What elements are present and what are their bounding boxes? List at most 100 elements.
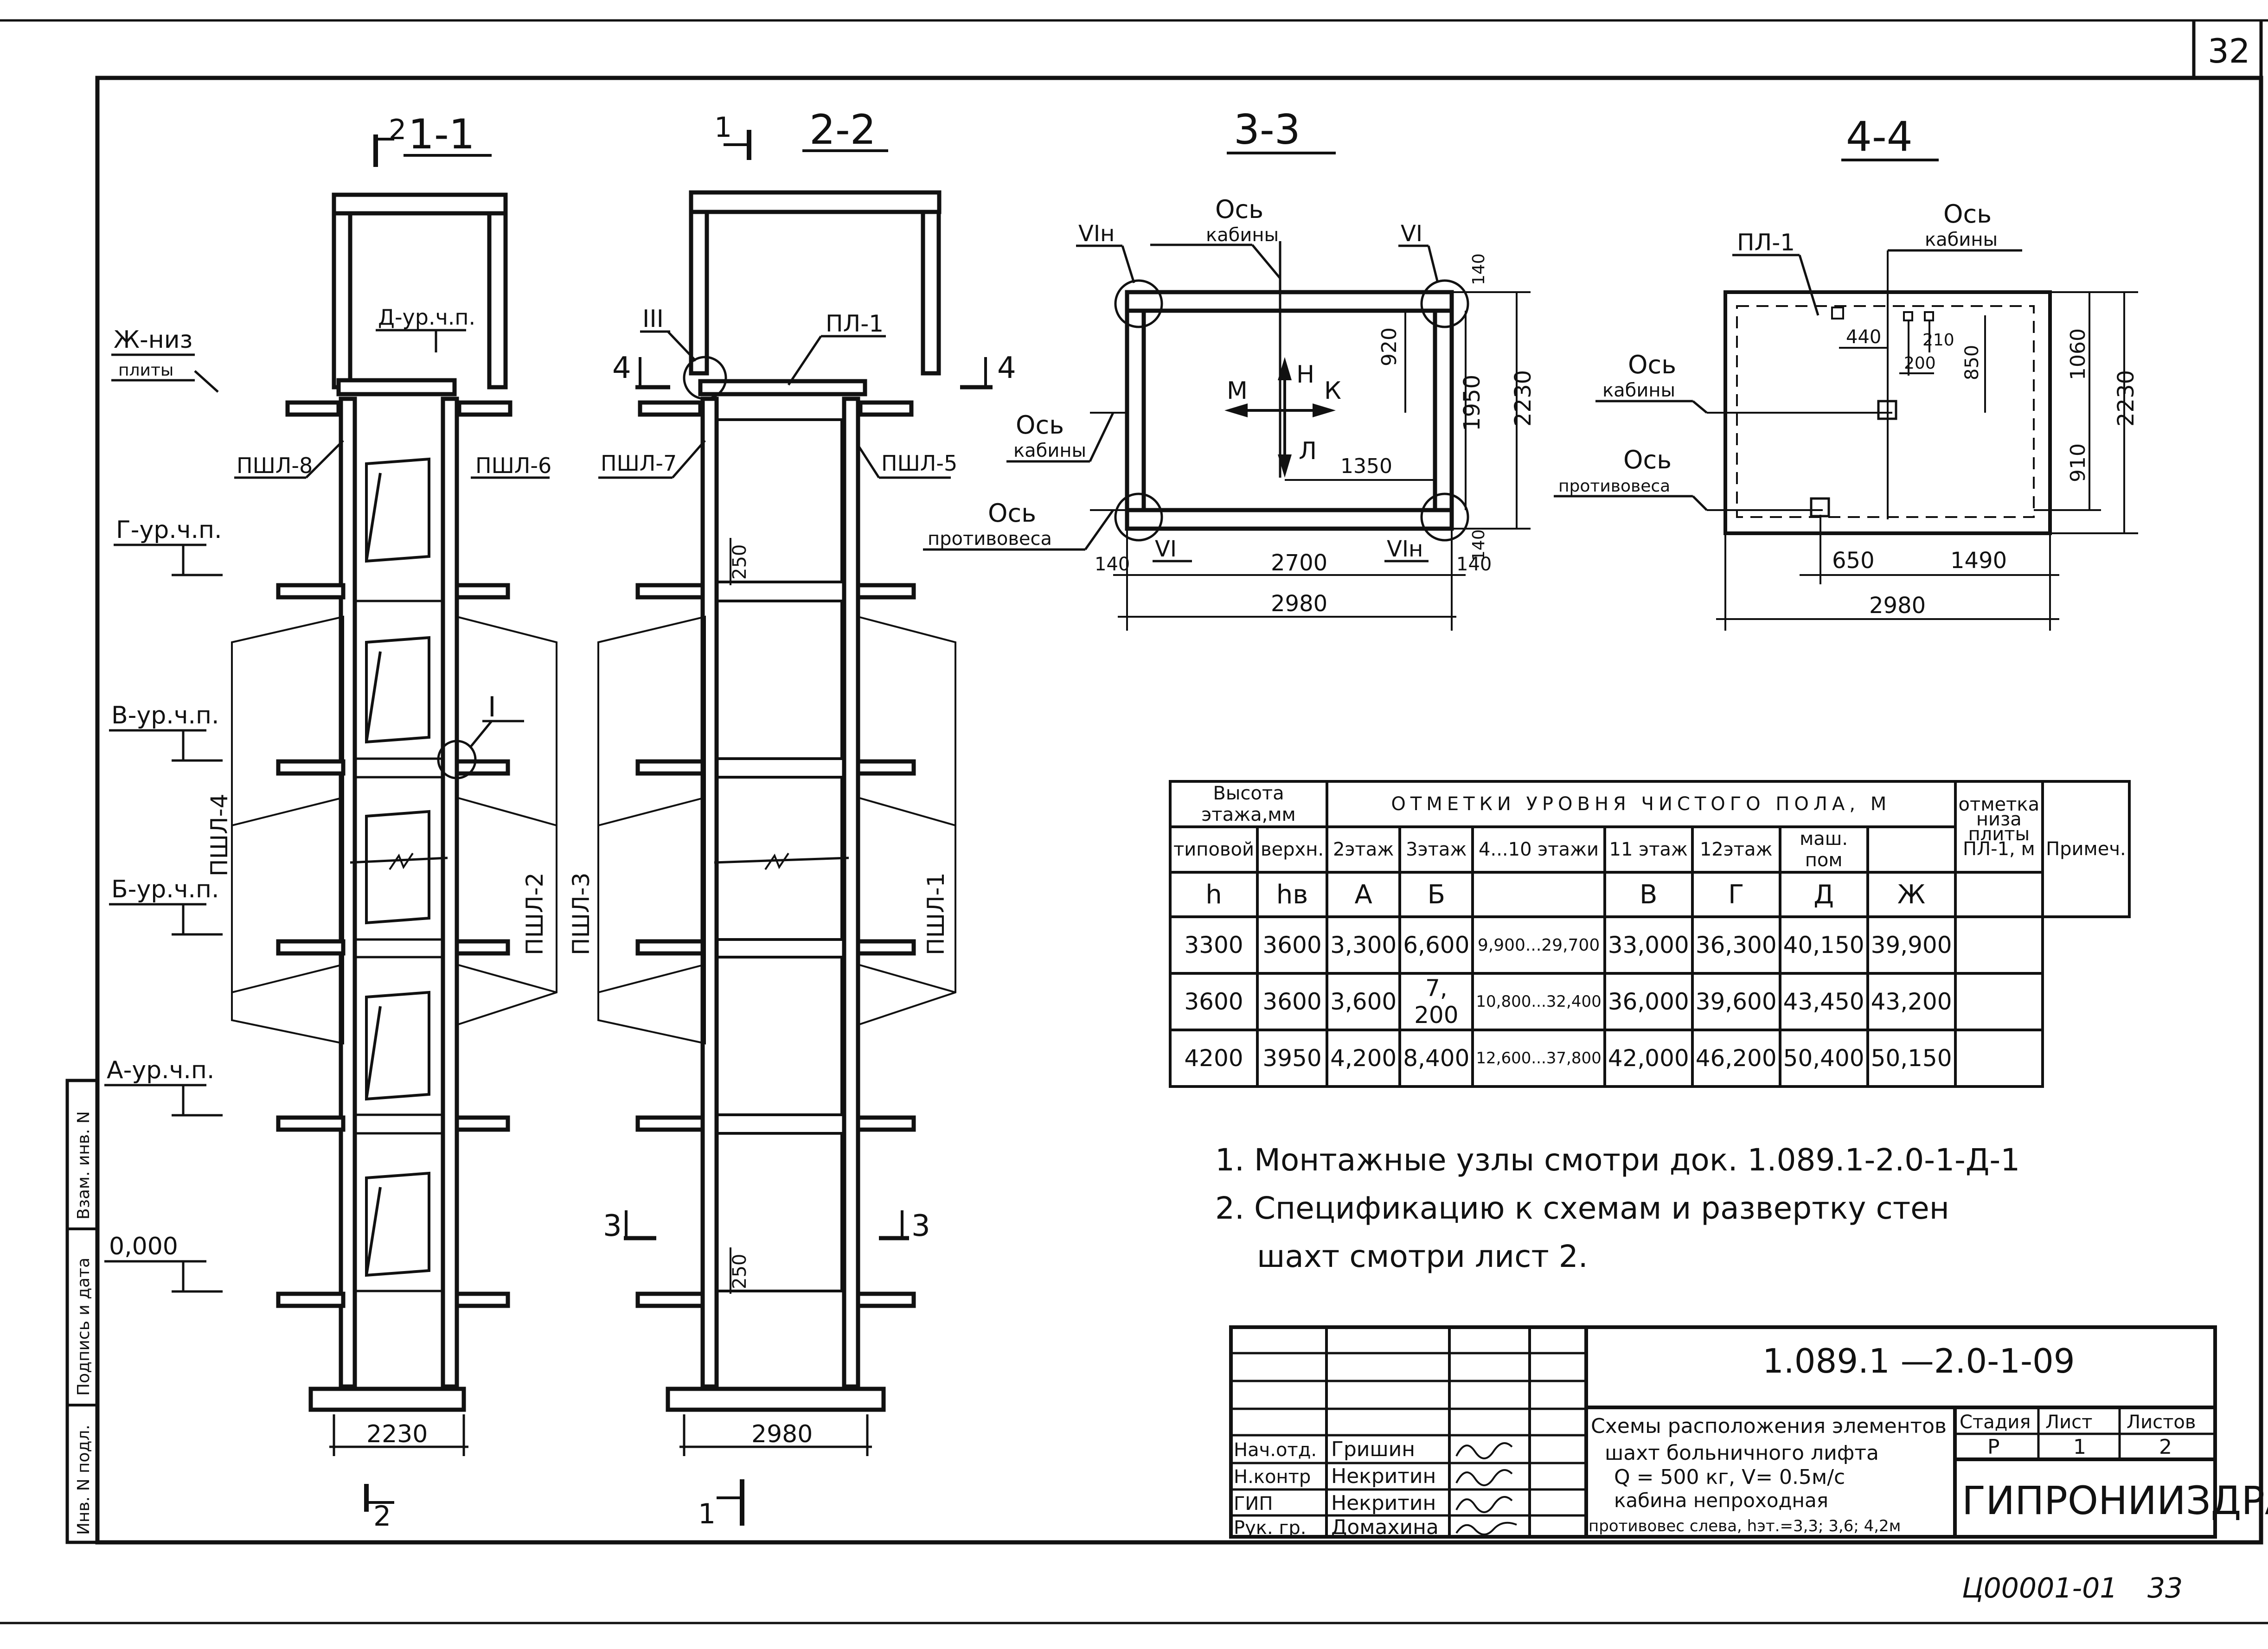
th-floor11: 11 этаж — [1603, 825, 1694, 874]
title-block — [1229, 1325, 2217, 1539]
dir-M: М — [1227, 377, 1248, 405]
stage-value: Р — [1987, 1435, 2000, 1459]
node-III: III — [642, 305, 664, 333]
level-v: В-ур.ч.п. — [111, 702, 219, 729]
axis-cabin-top-3-3-b: кабины — [1206, 224, 1279, 246]
desc-line-3: Q = 500 кг, V= 0.5м/с — [1614, 1465, 1845, 1489]
desc-line-5: противовес слева, hэт.=3,3; 3,6; 4,2м — [1589, 1517, 1901, 1535]
dir-N: Н — [1296, 361, 1314, 389]
footer-code: Ц00001-01 — [1962, 1572, 2117, 1604]
dim-910: 910 — [2066, 443, 2090, 482]
stamp-inv-replace: Взам. инв. N — [74, 1111, 93, 1220]
org-name: ГИПРОНИИЗДРАВ — [1962, 1478, 2268, 1523]
cell: 46,200 — [1691, 1029, 1781, 1088]
panel-pshl-7: ПШЛ-7 — [601, 451, 677, 476]
sym-v: В — [1603, 871, 1694, 918]
axis-cabin-left-4-4-a: Ось — [1628, 350, 1676, 379]
cut-mark-top-1-1: 2 — [389, 114, 406, 146]
axis-counterweight-4-4-b: противовеса — [1558, 477, 1670, 496]
title-block-grid — [1229, 1325, 2217, 1539]
staff-role-1: Н.контр — [1234, 1466, 1311, 1488]
staff-name-2: Некритин — [1331, 1491, 1436, 1515]
dim-920: 920 — [1377, 327, 1401, 366]
axis-cabin-left-3-3-a: Ось — [1016, 410, 1064, 440]
table-row: 3300 3600 3,300 6,600 9,900...29,700 33,… — [1169, 915, 2129, 975]
stage-label: Стадия — [1960, 1412, 2031, 1433]
cell: 50,400 — [1778, 1029, 1869, 1088]
sheet-value: 1 — [2073, 1435, 2086, 1459]
levels-table: Высота этажа,мм ОТМЕТКИ УРОВНЯ ЧИСТОГО П… — [1168, 780, 2131, 1088]
level-marks-1-1: Ж-низ плиты Д-ур.ч.п. Г-ур.ч.п. В-ур.ч.п… — [104, 305, 475, 1293]
sheet-number: 32 — [2208, 32, 2250, 70]
sym-d: Д — [1778, 871, 1869, 918]
sheet-label: Лист — [2045, 1412, 2092, 1433]
cell: 3600 — [1256, 972, 1329, 1031]
dim-440: 440 — [1846, 326, 1881, 348]
cell: 50,150 — [1866, 1029, 1957, 1088]
level-b: Б-ур.ч.п. — [111, 876, 219, 903]
cell: 43,200 — [1866, 972, 1957, 1031]
signatures — [1455, 1442, 1517, 1535]
panel-pshl-5: ПШЛ-5 — [881, 451, 957, 476]
section-3-3: 3-3 М Н К Л Ось кабины Ось кабины Ось пр… — [923, 106, 1536, 631]
dim-140-bl: 140 — [1095, 554, 1130, 575]
dim-250-bottom: 250 — [729, 1254, 750, 1289]
cell: 43,450 — [1778, 972, 1869, 1031]
level-a: А-ур.ч.п. — [107, 1056, 214, 1084]
node-VIn-bottom-right: VIн — [1387, 536, 1423, 562]
node-VIn-top-left: VIн — [1078, 221, 1115, 247]
cell: 4,200 — [1326, 1029, 1402, 1088]
axis-cabin-left-4-4-b: кабины — [1602, 380, 1675, 401]
cell: 3600 — [1256, 915, 1329, 975]
th-upper: верхн. — [1256, 825, 1329, 874]
th-floor3: 3этаж — [1398, 825, 1474, 874]
section-4-4: 4-4 ПЛ-1 Ось кабины Ось кабины Ось проти… — [1554, 113, 2139, 631]
axis-cabin-top-4-4-a: Ось — [1943, 199, 1992, 229]
floor-slabs-1-1 — [276, 400, 513, 1412]
cell: 42,000 — [1603, 1029, 1694, 1088]
note-1: 1. Монтажные узлы смотри док. 1.089.1-2.… — [1215, 1142, 2020, 1178]
dim-2980-4-4: 2980 — [1869, 593, 1926, 619]
dim-140-br: 140 — [1469, 529, 1488, 561]
doc-code: 1.089.1 —2.0-1-09 — [1762, 1342, 2075, 1381]
level-zero: 0,000 — [109, 1233, 178, 1260]
dim-2980-2-2: 2980 — [751, 1420, 813, 1448]
stamp-inv-original: Инв. N подл. — [74, 1425, 93, 1535]
cell: 39,600 — [1691, 972, 1781, 1031]
slab-pl-1-2-2: ПЛ-1 — [826, 310, 884, 337]
table-row: 3600 3600 3,600 7, 200 10,800...32,400 3… — [1169, 972, 2129, 1031]
sym-a: А — [1326, 871, 1402, 918]
cut-4-left: 4 — [612, 351, 631, 385]
level-d: Д-ур.ч.п. — [378, 305, 475, 330]
section-2-2-title: 2-2 — [809, 106, 876, 153]
dir-K: К — [1324, 377, 1341, 405]
cell — [1954, 1029, 2044, 1088]
panel-pshl-2: ПШЛ-2 — [521, 872, 548, 955]
floor-slabs-2-2 — [635, 400, 916, 1412]
footer-page: 33 — [2147, 1572, 2183, 1604]
cut-mark-top-2-2: 1 — [714, 111, 732, 144]
cell — [1954, 972, 2044, 1031]
th-typical: типовой — [1169, 825, 1259, 874]
cell: 40,150 — [1778, 915, 1869, 975]
dim-1950: 1950 — [1459, 375, 1485, 431]
sym-g: Г — [1691, 871, 1781, 918]
dim-2980-3-3: 2980 — [1271, 591, 1327, 617]
dim-1060: 1060 — [2066, 328, 2090, 380]
note-2: 2. Спецификацию к схемам и развертку сте… — [1215, 1190, 1949, 1226]
cut-3-left: 3 — [603, 1209, 622, 1243]
sym-hv: hв — [1256, 871, 1329, 918]
stamp-signature-date: Подпись и дата — [74, 1258, 93, 1396]
axis-cabin-top-3-3-a: Ось — [1215, 195, 1263, 224]
cell: 36,000 — [1603, 972, 1694, 1031]
slab-pl-1-4-4: ПЛ-1 — [1737, 229, 1795, 256]
dim-2230-4-4: 2230 — [2113, 370, 2139, 427]
node-VI-top-right: VI — [1401, 221, 1422, 247]
th-floor4-10: 4...10 этажи — [1471, 825, 1606, 874]
sym-b: Б — [1398, 871, 1474, 918]
level-zh-plity: плиты — [118, 361, 173, 380]
sheets-label: Листов — [2127, 1412, 2196, 1433]
desc-line-4: кабина непроходная — [1614, 1489, 1828, 1512]
cell: 8,400 — [1398, 1029, 1474, 1088]
sheets-value: 2 — [2159, 1435, 2172, 1459]
